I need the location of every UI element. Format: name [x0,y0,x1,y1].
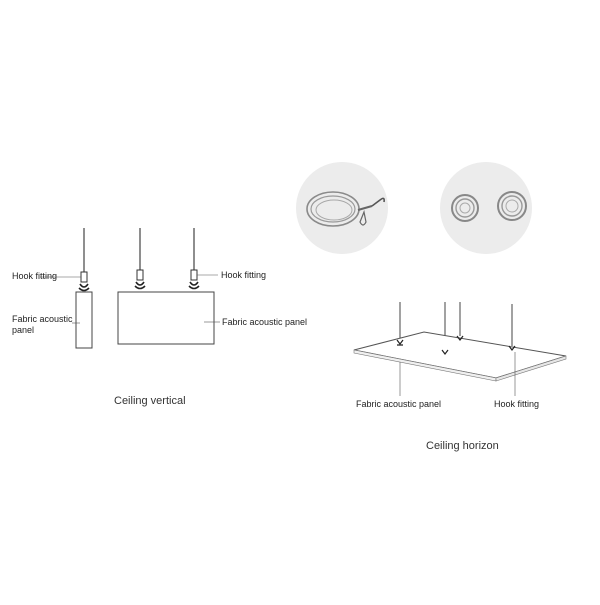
clamp-icon [357,205,373,211]
photo-circle [296,162,388,254]
photo-circle [440,162,532,254]
fabric-acoustic-panel-label-right: Fabric acoustic panel [356,399,442,409]
hook-icon [188,281,200,290]
vertical-panel-large-group [117,228,220,345]
fabric-acoustic-panel-label-center: Fabric acoustic panel [222,317,308,327]
fabric-acoustic-panel-label-left: Fabric acoustic panel [12,314,73,335]
hook-icon [371,197,385,207]
hook-fitting-icon [396,339,404,346]
vertical-panel-small-group [40,228,93,349]
hook-fitting-icon [190,269,198,281]
hook-fitting-icon [80,271,88,283]
hook-fitting-label-left: Hook fitting [12,271,58,281]
fabric-acoustic-panel-large [117,291,215,345]
wire-rope-photo [296,162,388,254]
hook-fitting-label-center: Hook fitting [221,270,267,280]
hook-icon [78,283,90,292]
wire-coil-icon [451,194,479,222]
hook-icon [134,281,146,290]
teardrop-hook-icon [359,209,367,226]
ceiling-horizon-caption: Ceiling horizon [426,440,499,452]
hook-fitting-icon [136,269,144,281]
ceiling-vertical-caption: Ceiling vertical [114,395,186,407]
hook-fitting-icon [441,349,449,355]
wire-coil-icon [497,191,527,221]
horizontal-panel-group [353,302,567,396]
coiled-wire-photo [440,162,532,254]
hook-fitting-icon [508,345,516,351]
fabric-acoustic-panel-small [75,291,93,349]
hook-fitting-label-right: Hook fitting [494,399,540,409]
hook-fitting-icon [456,335,464,341]
